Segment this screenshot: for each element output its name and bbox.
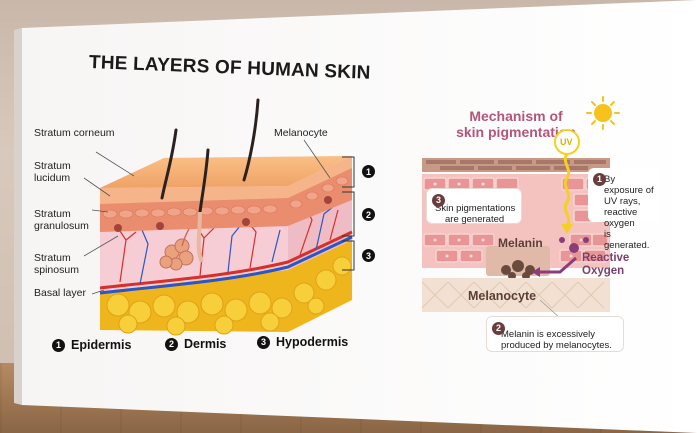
callout-number: 2 xyxy=(492,322,505,335)
reactive-oxygen-line1: Reactive xyxy=(582,252,629,265)
callout-1: 1 By exposure of UV rays, reactive oxyge… xyxy=(588,168,660,222)
callout-line: is generated. xyxy=(604,229,656,251)
callout-number: 3 xyxy=(432,194,445,207)
callout-line: By exposure of xyxy=(604,174,656,196)
sun-icon xyxy=(587,97,619,129)
callout-line: reactive oxygen xyxy=(604,207,656,229)
uv-label: UV xyxy=(560,137,573,147)
callout-number: 1 xyxy=(593,173,606,186)
callout-line: UV rays, xyxy=(604,196,656,207)
melanocyte-band-label: Melanocyte xyxy=(468,289,536,303)
stratum-corneum-bricks xyxy=(422,158,610,172)
callout-line: Melanin is excessively xyxy=(501,329,619,340)
callout-line: produced by melanocytes. xyxy=(501,340,619,351)
reactive-oxygen-line2: Oxygen xyxy=(582,265,629,278)
melanin-label: Melanin xyxy=(498,236,543,250)
callout-line: are generated xyxy=(435,214,517,225)
reactive-oxygen-label: Reactive Oxygen xyxy=(582,252,629,278)
callout-3: 3 Skin pigmentations are generated xyxy=(426,188,522,224)
callout-line: Skin pigmentations xyxy=(435,203,517,214)
callout-2: 2 Melanin is excessively produced by mel… xyxy=(486,316,624,352)
